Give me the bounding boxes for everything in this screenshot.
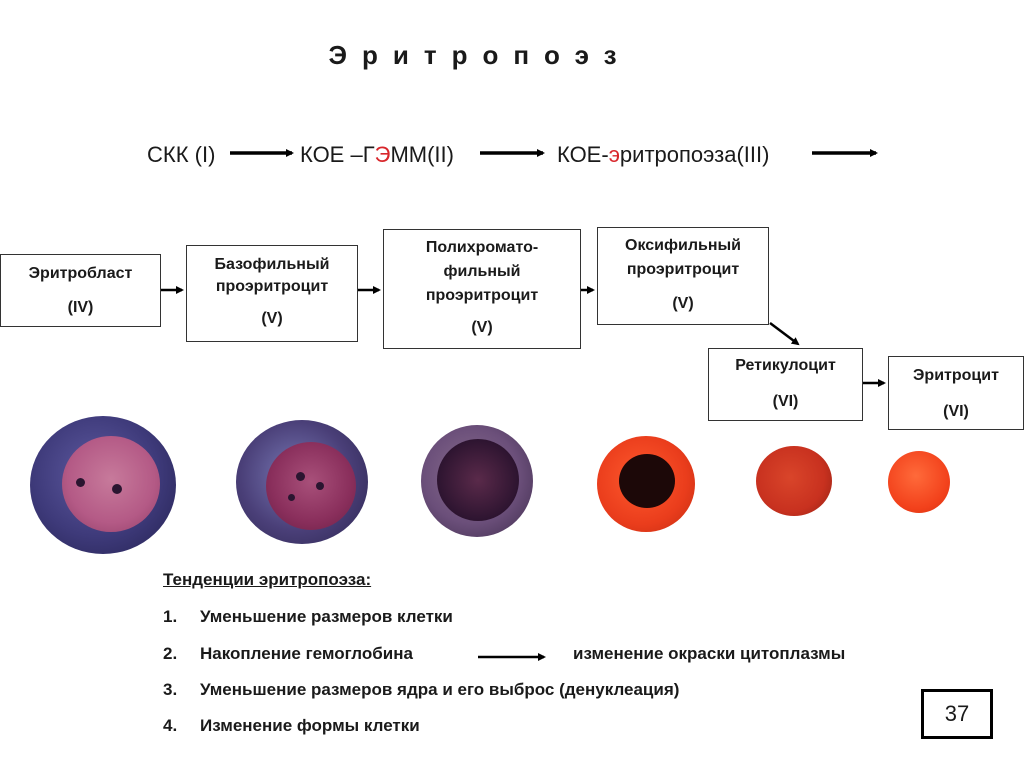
polychromatophilic-nucleus [437,439,519,521]
trend-text: Изменение формы клетки [200,716,420,735]
trend-number: 4. [163,716,178,735]
pathway-step-skk: СКК (I) [147,142,216,167]
oxyphilic-proerythrocyte-cell [597,436,695,532]
erythroblast-nucleus [62,436,160,532]
stage-box-erythrocyte: Эритроцит (VI) [888,356,1024,430]
stage-level: (V) [261,310,283,327]
nucleolus-icon [316,482,324,490]
trends-heading: Тенденции эритропоэза: [163,570,372,589]
stage-box-oxyphilic-proerythrocyte: Оксифильный проэритроцит (V) [597,227,769,325]
stage-level: (V) [471,319,493,336]
stage-name: Базофильный проэритроцит [214,256,330,295]
trend-item-2-result: изменение окраски цитоплазмы [573,644,846,663]
polychromatophilic-proerythrocyte-cell [421,425,533,537]
basophilic-proerythrocyte-cell [236,420,368,544]
stage-level: (V) [672,295,694,312]
nucleolus-icon [76,478,85,487]
stage-level: (VI) [772,393,799,410]
oxyphilic-nucleus [619,454,675,508]
trend-text: Уменьшение размеров ядра и его выброс (д… [200,680,680,699]
trend-number: 1. [163,607,178,626]
stage-box-polychromatophilic-proerythrocyte: Полихромато- фильный проэритроцит (V) [383,229,581,349]
erythroblast-cell [30,416,176,554]
stage-box-reticulocyte: Ретикулоцит (VI) [708,348,863,421]
trend-text: Накопление гемоглобина [200,644,413,663]
stage-name: Ретикулоцит [735,357,836,374]
trend-text: Уменьшение размеров клетки [200,607,453,626]
trend-number: 3. [163,680,178,699]
pathway-step-koe-gemm: КОЕ –ГЭММ(II) [300,142,454,167]
erythrocyte-cell [888,451,950,513]
arrow-stage-4-5 [769,322,800,346]
stage-name: Полихромато- фильный проэритроцит [425,239,539,304]
stage-name: Эритроцит [913,367,999,384]
stage-box-erythroblast: Эритробласт (IV) [0,254,161,327]
stage-level: (VI) [943,403,969,420]
nucleolus-icon [288,494,295,501]
stage-level: (IV) [67,299,94,316]
stage-box-basophilic-proerythrocyte: Базофильный проэритроцит (V) [186,245,358,342]
page-title: Эритропоэз [328,40,632,70]
nucleolus-icon [112,484,122,494]
nucleolus-icon [296,472,305,481]
stage-name: Эритробласт [28,265,133,282]
basophilic-nucleus [266,442,356,530]
pathway-step-koe-erythropoiesis: КОЕ-эритропоэза(III) [557,142,770,167]
trend-number: 2. [163,644,178,663]
reticulocyte-cell [756,446,832,516]
stage-name: Оксифильный проэритроцит [625,237,741,278]
page-number: 37 [921,689,993,739]
